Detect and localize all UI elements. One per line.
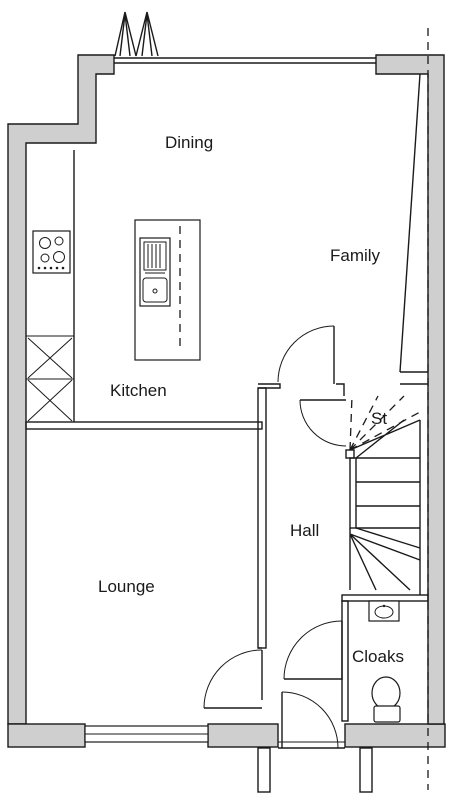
lounge-window (84, 725, 209, 743)
kitchen-worktop (26, 150, 75, 422)
washbasin-icon (368, 600, 400, 622)
lounge-door (203, 647, 263, 709)
external-walls (7, 54, 446, 748)
family-hall-door (277, 325, 335, 384)
cloaks-door (283, 620, 343, 680)
room-label-lounge: Lounge (98, 577, 155, 596)
front-door (278, 691, 345, 749)
room-label-family: Family (330, 246, 381, 265)
room-label-store: St (371, 409, 387, 428)
store-door (299, 399, 347, 447)
toilet-icon (371, 676, 401, 723)
hob-icon (32, 230, 71, 274)
porch-posts (257, 747, 373, 793)
room-label-dining: Dining (165, 133, 213, 152)
room-label-cloaks: Cloaks (352, 647, 404, 666)
internal-walls (25, 73, 429, 722)
sink-icon (139, 237, 171, 307)
bifold-doors (114, 11, 376, 64)
room-label-hall: Hall (290, 521, 319, 540)
room-label-kitchen: Kitchen (110, 381, 167, 400)
staircase (345, 395, 421, 595)
